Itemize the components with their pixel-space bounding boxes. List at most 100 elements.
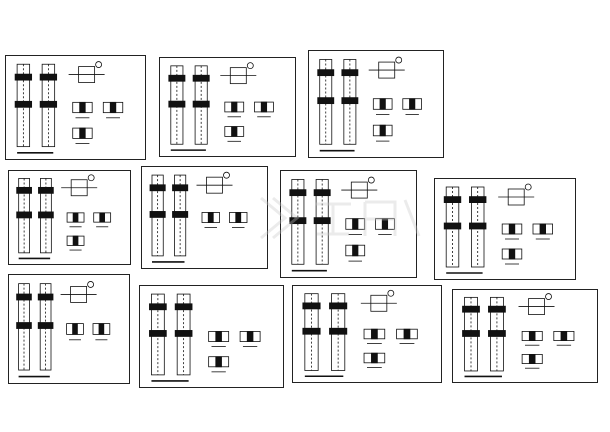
section-web [403,328,411,340]
sheet-drawing [16,281,111,378]
sheet-linework [443,183,554,274]
sheet-drawing [317,56,422,152]
sheet-linework [168,62,274,151]
connection-plate [469,196,487,204]
section-web [79,101,86,114]
connection-plate [39,100,58,108]
drawing-sheet-6 [280,170,417,278]
section-web [207,212,214,223]
section-web [215,331,222,342]
connection-plate [469,222,487,230]
connection-plate [443,196,462,204]
drawing-sheet-1 [5,55,146,160]
connection-plate [488,330,506,337]
connection-plate [37,322,54,329]
connection-plate [14,73,33,81]
connection-plate [168,100,186,108]
sheet-linework [16,174,112,260]
connection-plate [462,305,480,313]
section-callout [95,61,103,68]
drawing-sheet-7 [434,178,576,280]
section-callout [87,281,94,288]
section-web [560,331,568,342]
section-web [528,331,536,342]
sheet-linework [16,281,111,378]
connection-plate [313,217,331,225]
section-callout [223,171,230,179]
section-callout [387,289,395,297]
drawing-sheet-9 [139,285,284,388]
sheet-linework [149,293,261,382]
section-web [539,223,546,235]
connection-plate [192,100,210,108]
section-web [528,354,536,365]
connection-plate [16,211,32,219]
section-callout [87,174,95,182]
section-callout [545,293,552,300]
section-web [231,126,238,137]
sheet-drawing [302,289,418,378]
connection-plate [174,303,193,311]
section-web [260,101,268,113]
drawing-sheet-2 [159,57,296,157]
sheet-linework [149,171,248,263]
section-callout [246,62,254,70]
sheet-drawing [16,174,112,260]
connection-plate [443,222,462,230]
connection-plate [14,100,33,108]
section-web [381,218,389,230]
connection-plate [317,97,335,105]
connection-plate [302,327,321,335]
section-callout [395,56,403,64]
drawing-sheet-10 [292,285,442,383]
sheet-linework [462,293,575,378]
connection-plate [16,293,32,301]
connection-plate [37,293,54,301]
section-web [215,356,222,368]
section-web [72,235,79,246]
connection-plate [172,184,189,192]
connection-plate [149,211,166,218]
section-web [508,223,516,235]
section-web [246,331,254,342]
connection-plate [149,303,167,311]
section-web [352,218,359,230]
section-web [409,98,416,110]
connection-plate [172,211,189,218]
section-web [379,98,386,110]
connection-plate [168,74,186,82]
sheet-linework [289,176,395,272]
connection-plate [289,189,307,197]
drawing-sheet-8 [8,274,130,384]
section-web [72,323,78,335]
section-web [98,323,105,335]
section-web [352,244,359,257]
sheet-drawing [443,183,554,274]
connection-plate [16,186,32,194]
connection-plate [313,189,331,197]
drawing-sheet-5 [141,166,268,269]
section-web [235,212,242,223]
section-web [109,101,117,114]
section-web [79,127,86,139]
sheet-linework [302,289,418,378]
section-web [371,328,378,340]
sheet-drawing [462,293,575,378]
section-web [99,212,105,223]
connection-plate [488,305,506,313]
connection-plate [174,330,193,337]
connection-plate [341,97,359,105]
connection-plate [38,186,54,194]
section-callout [367,176,375,184]
section-callout [524,183,532,191]
connection-plate [341,69,359,77]
connection-plate [192,74,210,82]
connection-plate [289,217,307,225]
drawing-sheet-3 [308,50,444,158]
drawing-sheet-11 [452,289,598,383]
connection-plate [39,73,58,81]
sheet-drawing [289,176,395,272]
drawing-sheet-4 [8,170,131,265]
sheet-drawing [149,293,261,382]
